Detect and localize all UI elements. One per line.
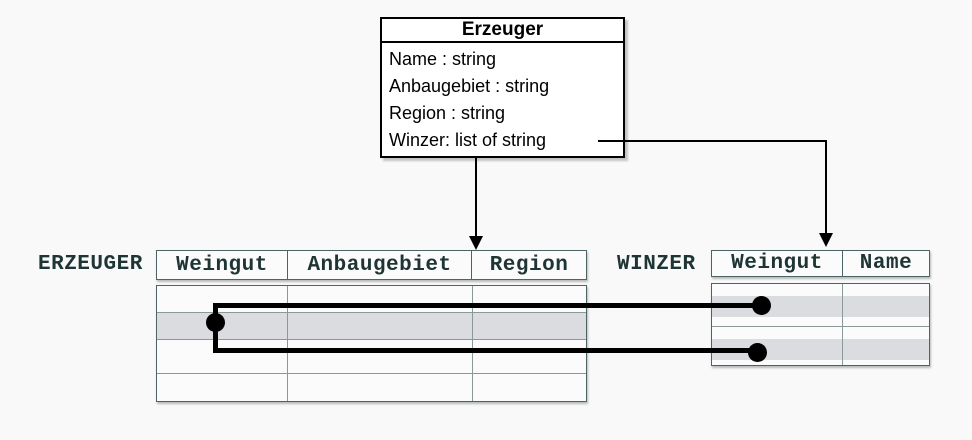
winzer-table-label: WINZER (617, 253, 696, 276)
row-divider (712, 326, 929, 327)
row-divider (157, 339, 586, 340)
record-link-bottom-segment (213, 348, 758, 353)
arrowhead-down-icon (469, 236, 483, 250)
winzer-header-cell-name: Name (859, 252, 913, 275)
erzeuger-header-cell-region: Region (489, 253, 569, 277)
winzer-header-cell-weingut: Weingut (712, 251, 843, 276)
arrow-winzer-attr-horizontal-line (598, 140, 827, 142)
shaded-row (157, 312, 586, 339)
class-attribute-winzer: Winzer: list of string (389, 130, 547, 150)
erzeuger-header-cell-weingut: Weingut (157, 251, 288, 279)
class-box-title: Erzeuger (382, 19, 623, 43)
erzeuger-table-label: ERZEUGER (38, 253, 143, 276)
row-divider (157, 312, 586, 313)
arrow-class-to-erzeuger-line (475, 158, 477, 238)
column-divider (472, 286, 473, 401)
winzer-table-header: Weingut Name (711, 250, 930, 277)
record-dot-winzer-2 (748, 343, 767, 362)
class-box-erzeuger: Erzeuger Name : string Anbaugebiet : str… (380, 17, 625, 158)
record-link-top-segment (213, 303, 762, 308)
column-divider (287, 286, 288, 401)
class-attribute-anbaugebiet: Anbaugebiet : string (389, 76, 550, 96)
class-box-attributes: Name : string Anbaugebiet : string Regio… (382, 43, 623, 154)
class-attribute-region: Region : string (389, 103, 506, 123)
winzer-table-body (711, 283, 930, 366)
column-divider (842, 284, 843, 365)
class-attribute-name: Name : string (389, 49, 497, 69)
arrowhead-down-icon (819, 233, 833, 247)
erzeuger-header-cell-anbaugebiet: Anbaugebiet (288, 251, 472, 279)
record-dot-erzeuger (206, 313, 225, 332)
row-divider (157, 373, 586, 374)
record-dot-winzer-1 (752, 296, 771, 315)
erzeuger-table-header: Weingut Anbaugebiet Region (156, 250, 587, 280)
arrow-winzer-attr-vertical-line (825, 140, 827, 235)
